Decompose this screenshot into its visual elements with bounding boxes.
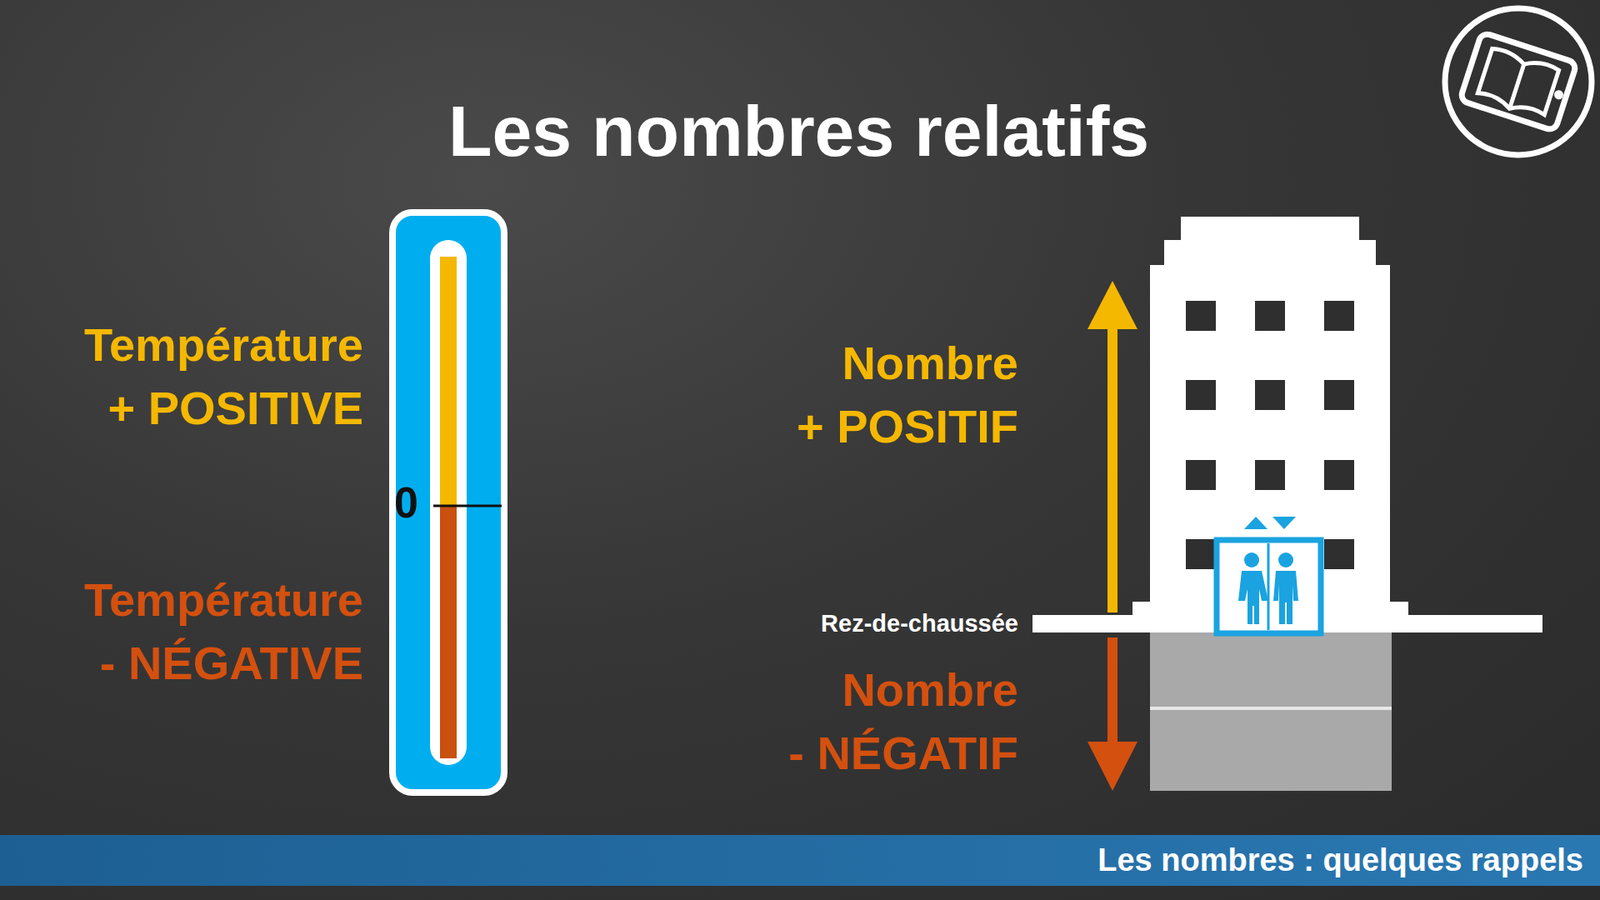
footer-band: Les nombres : quelques rappels: [0, 835, 1600, 886]
negative-label: - NÉGATIF: [788, 726, 1019, 780]
positive-label: + POSITIVE: [107, 381, 364, 435]
footer-text: Les nombres : quelques rappels: [1097, 843, 1584, 879]
building: [1032, 216, 1543, 791]
title: Les nombres relatifs: [448, 90, 1150, 173]
number-label: Nombre: [841, 663, 1019, 717]
temperature-label: Température: [84, 573, 364, 627]
up-arrow: [1087, 280, 1138, 613]
temperature-label: Température: [84, 318, 364, 372]
thermometer: [392, 212, 505, 793]
down-arrow: [1087, 637, 1138, 791]
tablet-book-icon: [1445, 8, 1592, 155]
ground-floor-label: Rez-de-chaussée: [820, 610, 1019, 638]
footer-band: [0, 835, 1600, 886]
positive-label: + POSITIF: [796, 400, 1019, 454]
zero-mark: 0: [394, 479, 419, 527]
number-label: Nombre: [841, 336, 1019, 390]
negative-label: - NÉGATIVE: [100, 636, 364, 690]
thermometer-node: 0: [390, 210, 506, 795]
